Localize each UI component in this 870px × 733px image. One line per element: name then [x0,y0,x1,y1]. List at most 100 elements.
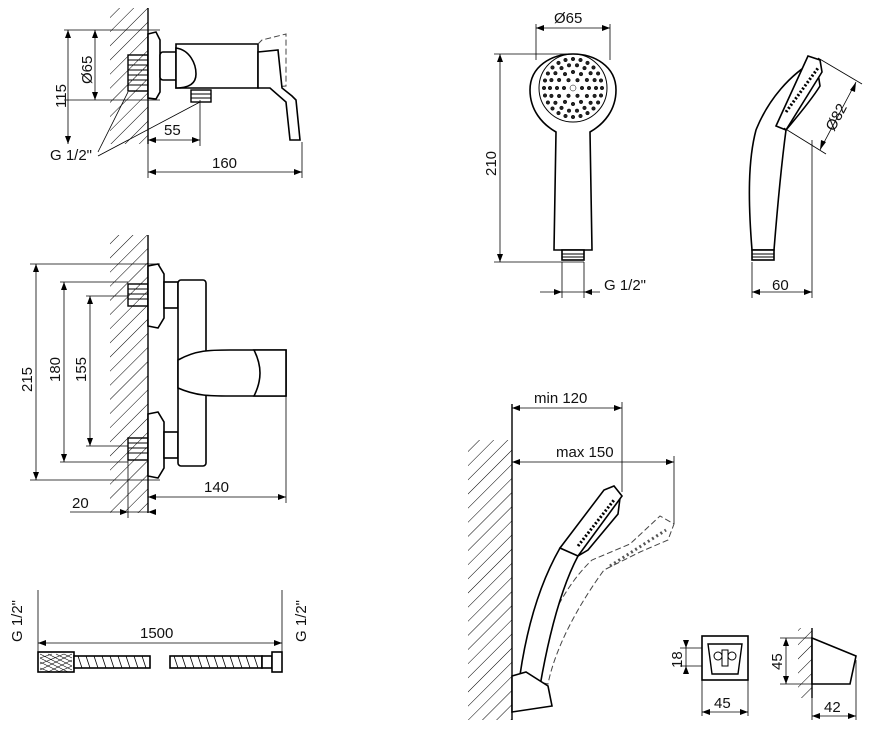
nozzle-dot [584,77,589,83]
dim-215: 215 [19,367,36,392]
nozzle-dot [586,85,592,91]
mixer-front-view: 215 180 155 20 140 [19,235,287,518]
nozzle-dot [584,93,589,99]
holder-side-body [811,636,857,685]
wall-hatch [468,440,512,720]
nozzle-dot [596,71,601,76]
escutcheon [147,31,161,100]
hose-thread-right: G 1/2" [293,600,310,642]
nozzle-dot [556,60,561,65]
hand-shower-front-view: Ø65 210 G 1/2" [483,10,646,298]
nozzle-dot [542,78,548,83]
nozzle-dot [549,93,554,98]
nozzle-dot [575,78,580,83]
shower-thread [561,249,585,261]
nozzle-dot [566,108,572,113]
outlet-thread [190,89,212,103]
front-handle [252,349,287,397]
dim-155: 155 [73,357,90,382]
nozzle-dot [554,85,560,91]
wall-hatch [110,235,148,513]
nozzle-dot [591,106,596,111]
nozzle-dot [592,78,597,83]
nozzle-dot [585,111,590,116]
holder-base [511,671,553,713]
dim-115: 115 [53,84,70,108]
nozzle-dot [566,78,571,83]
nozzle-dot [547,85,553,91]
holder-side-view: 45 42 [769,628,857,720]
wall-hatch [110,8,148,144]
dim-160: 160 [212,155,237,172]
nozzle-dot [562,99,568,104]
nozzle-dot [588,100,593,105]
nozzle-dot [559,105,564,110]
nozzle-dot [545,100,550,105]
nozzle-dot [598,78,604,83]
dim-1500: 1500 [140,625,173,642]
nozzle-dot [599,85,605,91]
nozzle-dot [557,93,562,99]
nozzle-dot [563,57,568,63]
nozzle-dot [550,65,555,70]
dim-55: 55 [164,122,181,139]
holder-front-view: 18 45 [669,635,749,716]
nozzle-dot [570,69,576,75]
nozzle-dot [553,71,558,76]
nozzle-dot [582,105,587,110]
dim-60: 60 [772,277,789,294]
dim-140: 140 [204,479,229,496]
nozzle-dot [570,114,576,120]
nozzle-dot [557,77,562,83]
nozzle-dot [574,108,580,113]
nozzle-dot [596,100,601,105]
nozzle-dot [575,93,580,98]
hand-shower-side-view: Ø82 60 [748,55,863,298]
thread-label-side: G 1/2" [50,147,92,164]
nozzle-dot [566,63,572,68]
dim-min120: min 120 [534,390,587,407]
nozzle-dot [582,66,587,71]
nozzle-dot [592,93,597,98]
dim-max150: max 150 [556,444,614,461]
nozzle-dot [545,71,550,76]
dim-d65-head: Ø65 [554,10,582,27]
nozzle-dot [585,60,590,65]
hose-thread-left: G 1/2" [9,600,26,642]
nozzle-dot [563,113,568,119]
nozzle-dot [570,101,576,107]
nozzle-dot [574,63,580,68]
hose-view: G 1/2" G 1/2" 1500 [9,590,310,673]
dim-20: 20 [72,495,89,512]
nozzle-dot [566,93,571,98]
thread-label-shower: G 1/2" [604,277,646,294]
nozzle-dot [579,85,585,91]
nozzle-dot [542,93,548,98]
nozzle-dot [578,57,583,63]
nozzle-dot [562,72,568,77]
nozzle-dot [593,85,599,91]
mixer-handle [257,49,301,141]
nozzle-dot [591,65,596,70]
nozzle-pattern [541,56,605,120]
nozzle-dot [559,66,564,71]
dim-42: 42 [824,699,841,716]
nozzle-dot [578,72,584,77]
nozzle-dot [561,85,567,91]
nozzle-dot [578,113,583,119]
nozzle-dot [569,84,577,92]
nozzle-dot [549,78,554,83]
mixer-side-view: Ø65 115 G 1/2" 55 160 [50,8,303,178]
hose-nut-right [271,651,283,673]
dim-18: 18 [669,651,686,668]
dim-45-side: 45 [769,653,786,670]
dim-d82: Ø82 [823,101,851,134]
shower-min-position [517,491,621,691]
dim-d65-side: Ø65 [79,56,96,84]
nozzle-dot [598,93,604,98]
nozzle-dot [578,99,584,104]
dim-45-front: 45 [714,695,731,712]
nozzle-dot [588,71,593,76]
nozzle-dot [556,111,561,116]
